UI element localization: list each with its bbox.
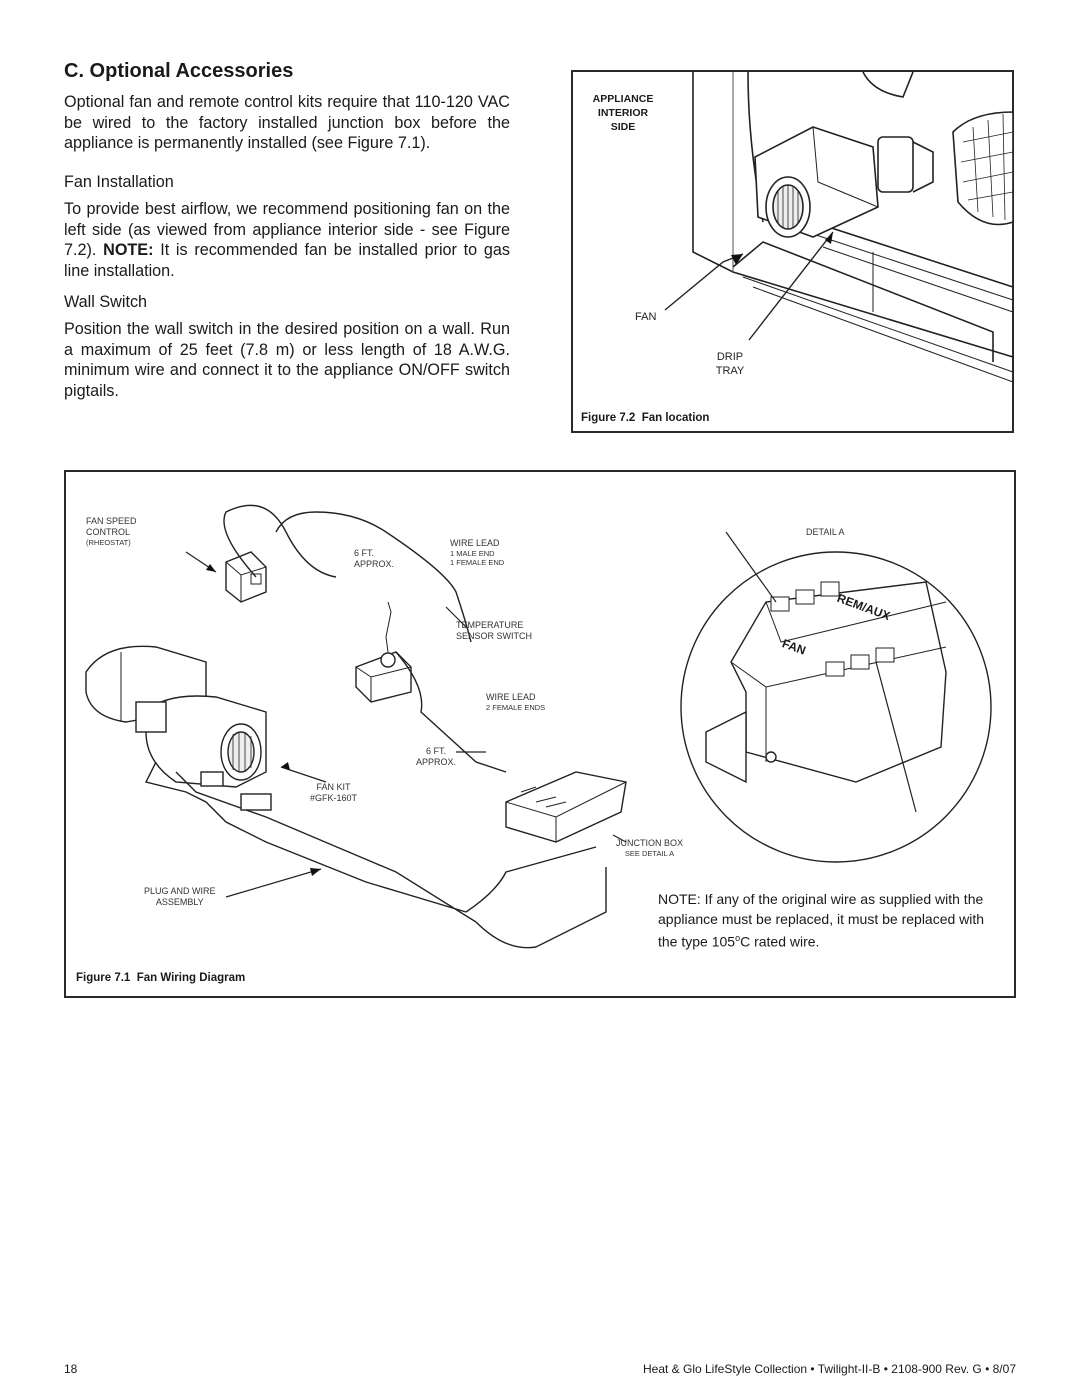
fan-location-illustration [664,72,1014,383]
intro-paragraph: Optional fan and remote control kits req… [64,93,510,153]
document-info: Heat & Glo LifeStyle Collection • Twilig… [642,1362,1016,1376]
note-text-end: C rated wire. [740,933,820,950]
length-1-a: 6 FT. [354,548,375,558]
fan-kit-label-2: #GFK-160T [310,793,358,803]
figure-7-1-number: Figure 7.1 [76,972,131,984]
fan-speed-label-2: CONTROL [86,527,131,537]
plug-label-2: ASSEMBLY [155,897,204,907]
fan-kit-label-1: FAN KIT [316,782,351,792]
wire-replacement-note: NOTE: If any of the original wire as sup… [658,890,998,952]
fan-speed-label-1: FAN SPEED [86,516,137,526]
fan-installation-text-b: It is recommended fan be installed prior… [64,241,510,280]
page-number: 18 [64,1362,78,1376]
note-degree: o [735,933,741,943]
junction-box-label-1: JUNCTION BOX [616,838,684,848]
note-text: NOTE: If any of the original wire as sup… [658,891,985,950]
fan-installation-note-label: NOTE: [103,241,154,260]
appliance-callout-line3: SIDE [610,121,636,133]
fan-installation-text-a: To provide best airflow, we recommend po… [64,200,510,260]
fan-speed-label-3: (RHEOSTAT) [86,538,131,547]
plug-label-1: PLUG AND WIRE [144,886,216,896]
junction-box-label-2: SEE DETAIL A [624,849,675,858]
drip-label-2: TRAY [715,365,745,377]
wire-lead-1-b: 1 FEMALE END [450,558,505,567]
section-heading: C. Optional Accessories [64,60,294,82]
figure-7-2-number: Figure 7.2 [581,412,636,424]
figure-7-1-title: Fan Wiring Diagram [136,972,246,984]
length-1-b: APPROX. [354,559,395,569]
wire-lead-2-title: WIRE LEAD [486,692,536,702]
wire-lead-2-a: 2 FEMALE ENDS [486,703,546,712]
length-2-a: 6 FT. [426,746,447,756]
fan-label: FAN [635,311,657,323]
wall-switch-title: Wall Switch [64,293,148,311]
wire-lead-1-a: 1 MALE END [450,549,495,558]
temperature-label-1: TEMPERATURE [456,620,524,630]
fan-installation-title: Fan Installation [64,173,174,191]
appliance-callout-line2: INTERIOR [597,107,649,119]
appliance-callout-line1: APPLIANCE [592,93,654,105]
temperature-label-2: SENSOR SWITCH [456,631,533,641]
figure-7-2-title: Fan location [641,412,710,424]
length-2-b: APPROX. [416,757,457,767]
figure-7-2-caption: Figure 7.2 Fan location [581,412,709,424]
fan-wiring-diagram [85,504,992,949]
fan-installation-paragraph: To provide best airflow, we recommend po… [64,199,510,281]
wire-lead-1-title: WIRE LEAD [450,538,500,548]
figure-7-2-box: APPLIANCE INTERIOR SIDE FAN DRIP TRAY Fi… [571,70,1014,433]
drip-label-1: DRIP [716,351,744,363]
figure-7-1-caption: Figure 7.1 Fan Wiring Diagram [76,972,245,984]
detail-a-label: DETAIL A [806,527,845,537]
figure-7-1-box: FAN SPEED CONTROL (RHEOSTAT) 6 FT. APPRO… [64,470,1016,998]
wall-switch-paragraph: Position the wall switch in the desired … [64,320,510,400]
